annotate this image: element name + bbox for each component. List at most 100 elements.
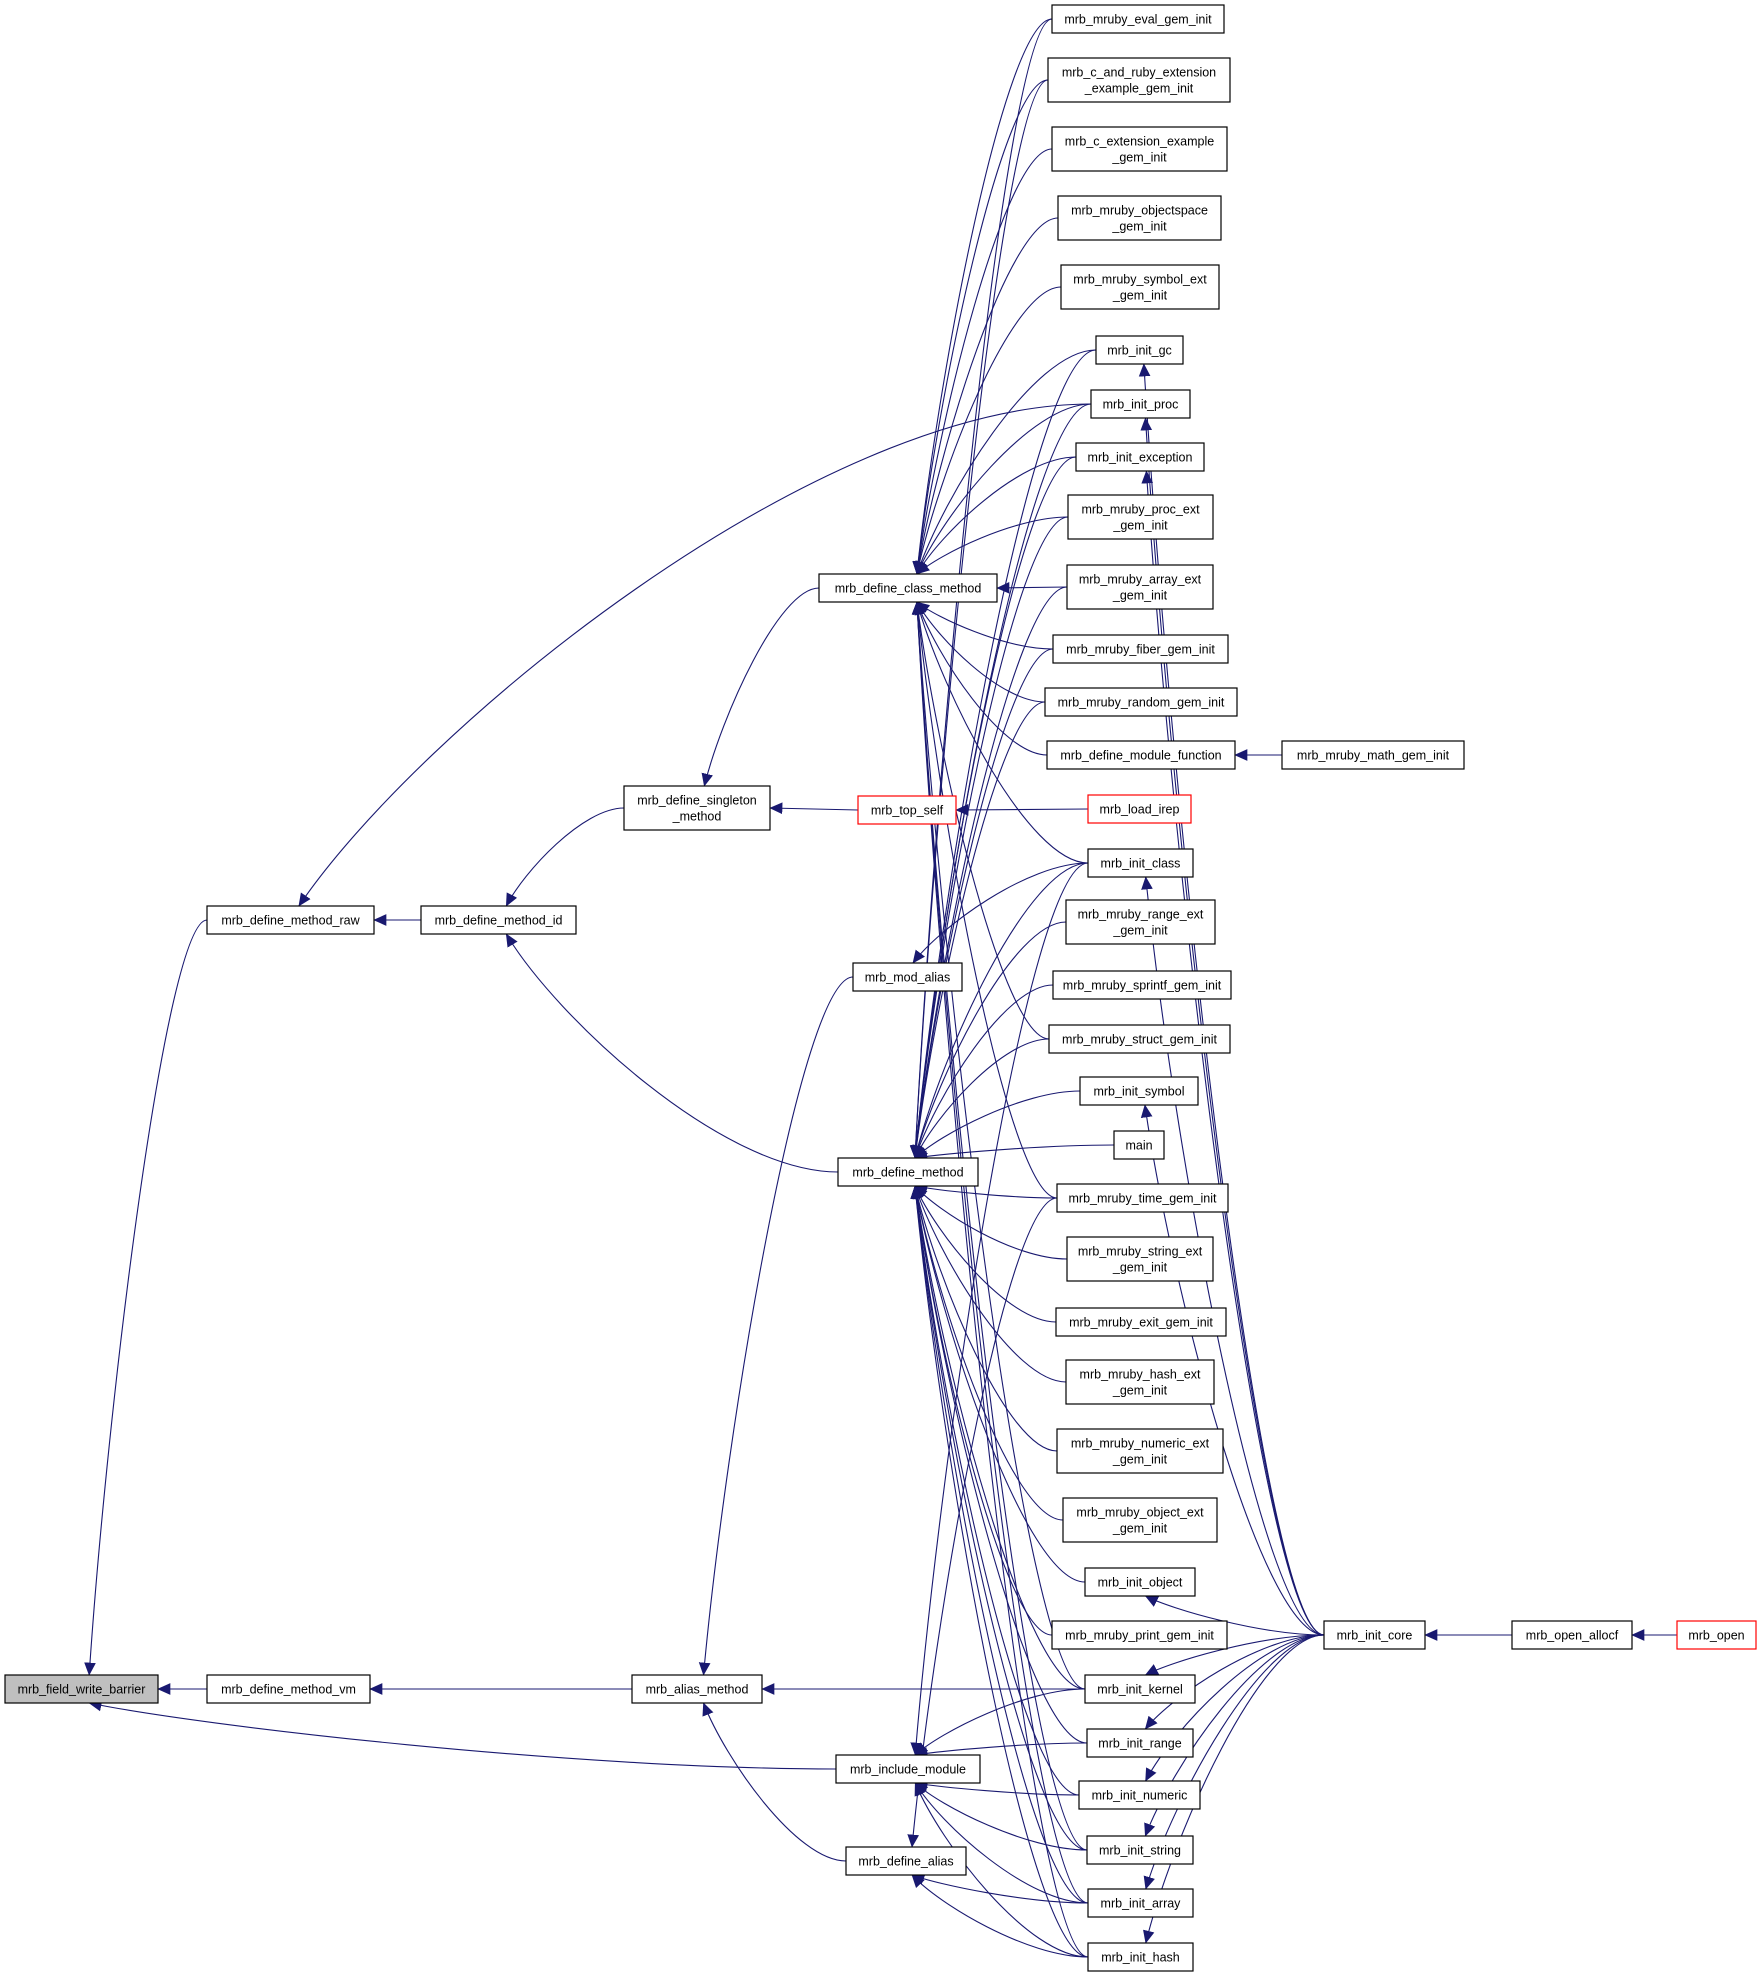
node-box (1078, 1780, 1201, 1810)
node-box (1086, 1728, 1194, 1758)
graph-node-dmid[interactable]: mrb_define_method_id (420, 905, 577, 935)
graph-node-eval[interactable]: mrb_mruby_eval_gem_init (1051, 4, 1225, 34)
graph-node-dmvm[interactable]: mrb_define_method_vm (206, 1674, 371, 1704)
node-label: main (1125, 1139, 1152, 1153)
node-box (1046, 740, 1236, 770)
graph-node-numeric[interactable]: mrb_init_numeric (1078, 1780, 1201, 1810)
node-box (1281, 740, 1465, 770)
graph-node-exit[interactable]: mrb_mruby_exit_gem_init (1055, 1307, 1227, 1337)
graph-node-fiber[interactable]: mrb_mruby_fiber_gem_init (1052, 634, 1229, 664)
node-box (1084, 1567, 1196, 1597)
node-box (623, 785, 771, 831)
graph-node-dcm[interactable]: mrb_define_class_method (818, 573, 998, 603)
node-box (1065, 899, 1216, 945)
graph-node-class[interactable]: mrb_init_class (1087, 848, 1194, 878)
graph-node-exc[interactable]: mrb_init_exception (1075, 442, 1205, 472)
graph-node-rangeext[interactable]: mrb_mruby_range_ext_gem_init (1065, 899, 1216, 945)
graph-node-sprintf[interactable]: mrb_mruby_sprintf_gem_init (1052, 970, 1232, 1000)
graph-node-procext[interactable]: mrb_mruby_proc_ext_gem_init (1067, 494, 1214, 540)
node-box (1084, 1674, 1196, 1704)
node-box (206, 905, 375, 935)
node-label: _gem_init (1111, 151, 1167, 165)
graph-node-cext[interactable]: mrb_c_extension_example_gem_init (1051, 126, 1228, 172)
edge-fiber-to-dm (910, 648, 1054, 1159)
node-box (1066, 564, 1214, 610)
graph-node-inc[interactable]: mrb_include_module (835, 1754, 981, 1784)
node-label: mrb_mruby_range_ext (1078, 908, 1204, 922)
graph-node-dsm[interactable]: mrb_define_singleton_method (623, 785, 771, 831)
node-label: mrb_open_allocf (1526, 1629, 1619, 1643)
node-box (1047, 57, 1231, 103)
node-box (1051, 126, 1228, 172)
edge-inc-to-fwb (88, 1699, 837, 1770)
graph-node-dmf[interactable]: mrb_define_module_function (1046, 740, 1236, 770)
node-label: mrb_init_object (1098, 1576, 1183, 1590)
node-label: mrb_mruby_struct_gem_init (1062, 1033, 1217, 1047)
edge-gc-to-dm (910, 349, 1097, 1159)
node-box (1062, 1497, 1218, 1543)
graph-node-strext[interactable]: mrb_mruby_string_ext_gem_init (1066, 1236, 1214, 1282)
graph-node-main[interactable]: main (1113, 1130, 1165, 1160)
edge-arrext-to-dcm (996, 581, 1068, 594)
graph-node-cruby[interactable]: mrb_c_and_ruby_extension_example_gem_ini… (1047, 57, 1231, 103)
graph-node-fwb[interactable]: mrb_field_write_barrier (4, 1674, 159, 1704)
graph-node-kernel[interactable]: mrb_init_kernel (1084, 1674, 1196, 1704)
graph-node-allocf[interactable]: mrb_open_allocf (1511, 1620, 1633, 1650)
graph-node-hash[interactable]: mrb_init_hash (1087, 1942, 1194, 1972)
graph-node-symext[interactable]: mrb_mruby_symbol_ext_gem_init (1060, 264, 1220, 310)
graph-node-proc[interactable]: mrb_init_proc (1090, 389, 1191, 419)
graph-node-range[interactable]: mrb_init_range (1086, 1728, 1194, 1758)
node-label: mrb_define_class_method (835, 582, 982, 596)
graph-node-alias-method[interactable]: mrb_alias_method (631, 1674, 763, 1704)
graph-node-arrext[interactable]: mrb_mruby_array_ext_gem_init (1066, 564, 1214, 610)
edge-strext-to-dm (914, 1185, 1068, 1260)
graph-node-dmraw[interactable]: mrb_define_method_raw (206, 905, 375, 935)
node-box (845, 1846, 967, 1876)
graph-node-gc[interactable]: mrb_init_gc (1095, 335, 1184, 365)
node-label: mrb_load_irep (1100, 803, 1180, 817)
node-label: mrb_mruby_hash_ext (1080, 1368, 1201, 1382)
node-label: mrb_mruby_exit_gem_init (1069, 1316, 1213, 1330)
node-label: mrb_define_singleton (637, 794, 757, 808)
node-label: mrb_init_string (1099, 1844, 1181, 1858)
node-label: mrb_define_method_raw (221, 914, 360, 928)
edge-dsm-to-dmid (505, 807, 625, 907)
graph-node-time[interactable]: mrb_mruby_time_gem_init (1056, 1183, 1229, 1213)
graph-node-topself[interactable]: mrb_top_self (857, 795, 957, 825)
graph-node-symbol[interactable]: mrb_init_symbol (1079, 1076, 1199, 1106)
node-box (420, 905, 577, 935)
edge-core-to-numeric (1145, 1634, 1325, 1782)
edge-arrext-to-dm (910, 586, 1068, 1159)
graph-node-objspace[interactable]: mrb_mruby_objectspace_gem_init (1057, 195, 1222, 241)
graph-node-object[interactable]: mrb_init_object (1084, 1567, 1196, 1597)
node-label: mrb_mruby_numeric_ext (1071, 1437, 1210, 1451)
graph-node-string[interactable]: mrb_init_string (1086, 1835, 1194, 1865)
graph-node-loadirep[interactable]: mrb_load_irep (1087, 794, 1192, 824)
node-label: mrb_top_self (871, 804, 944, 818)
graph-node-modalias[interactable]: mrb_mod_alias (852, 962, 963, 992)
graph-node-open[interactable]: mrb_open (1676, 1620, 1757, 1650)
graph-node-dalias[interactable]: mrb_define_alias (845, 1846, 967, 1876)
node-label: mrb_define_method (852, 1166, 963, 1180)
node-box (1087, 1888, 1194, 1918)
graph-node-math[interactable]: mrb_mruby_math_gem_init (1281, 740, 1465, 770)
edge-class-to-dm (912, 862, 1089, 1159)
graph-node-random[interactable]: mrb_mruby_random_gem_init (1044, 687, 1238, 717)
graph-node-print[interactable]: mrb_mruby_print_gem_init (1051, 1620, 1228, 1650)
graph-node-dm[interactable]: mrb_define_method (837, 1157, 979, 1187)
graph-node-array[interactable]: mrb_init_array (1087, 1888, 1194, 1918)
graph-node-struct[interactable]: mrb_mruby_struct_gem_init (1048, 1024, 1231, 1054)
graph-node-numext[interactable]: mrb_mruby_numeric_ext_gem_init (1056, 1428, 1224, 1474)
edge-cruby-to-dcm (912, 79, 1049, 575)
graph-node-objext[interactable]: mrb_mruby_object_ext_gem_init (1062, 1497, 1218, 1543)
edge-time-to-dalias (907, 1197, 1058, 1848)
graph-node-core[interactable]: mrb_init_core (1323, 1620, 1426, 1650)
node-label: _gem_init (1111, 220, 1167, 234)
edge-dm-to-dmid (505, 933, 839, 1173)
node-label: mrb_mruby_random_gem_init (1058, 696, 1225, 710)
node-box (1056, 1183, 1229, 1213)
edge-time-to-dm (914, 1182, 1058, 1199)
graph-node-hashext[interactable]: mrb_mruby_hash_ext_gem_init (1065, 1359, 1215, 1405)
node-label: _gem_init (1112, 289, 1168, 303)
